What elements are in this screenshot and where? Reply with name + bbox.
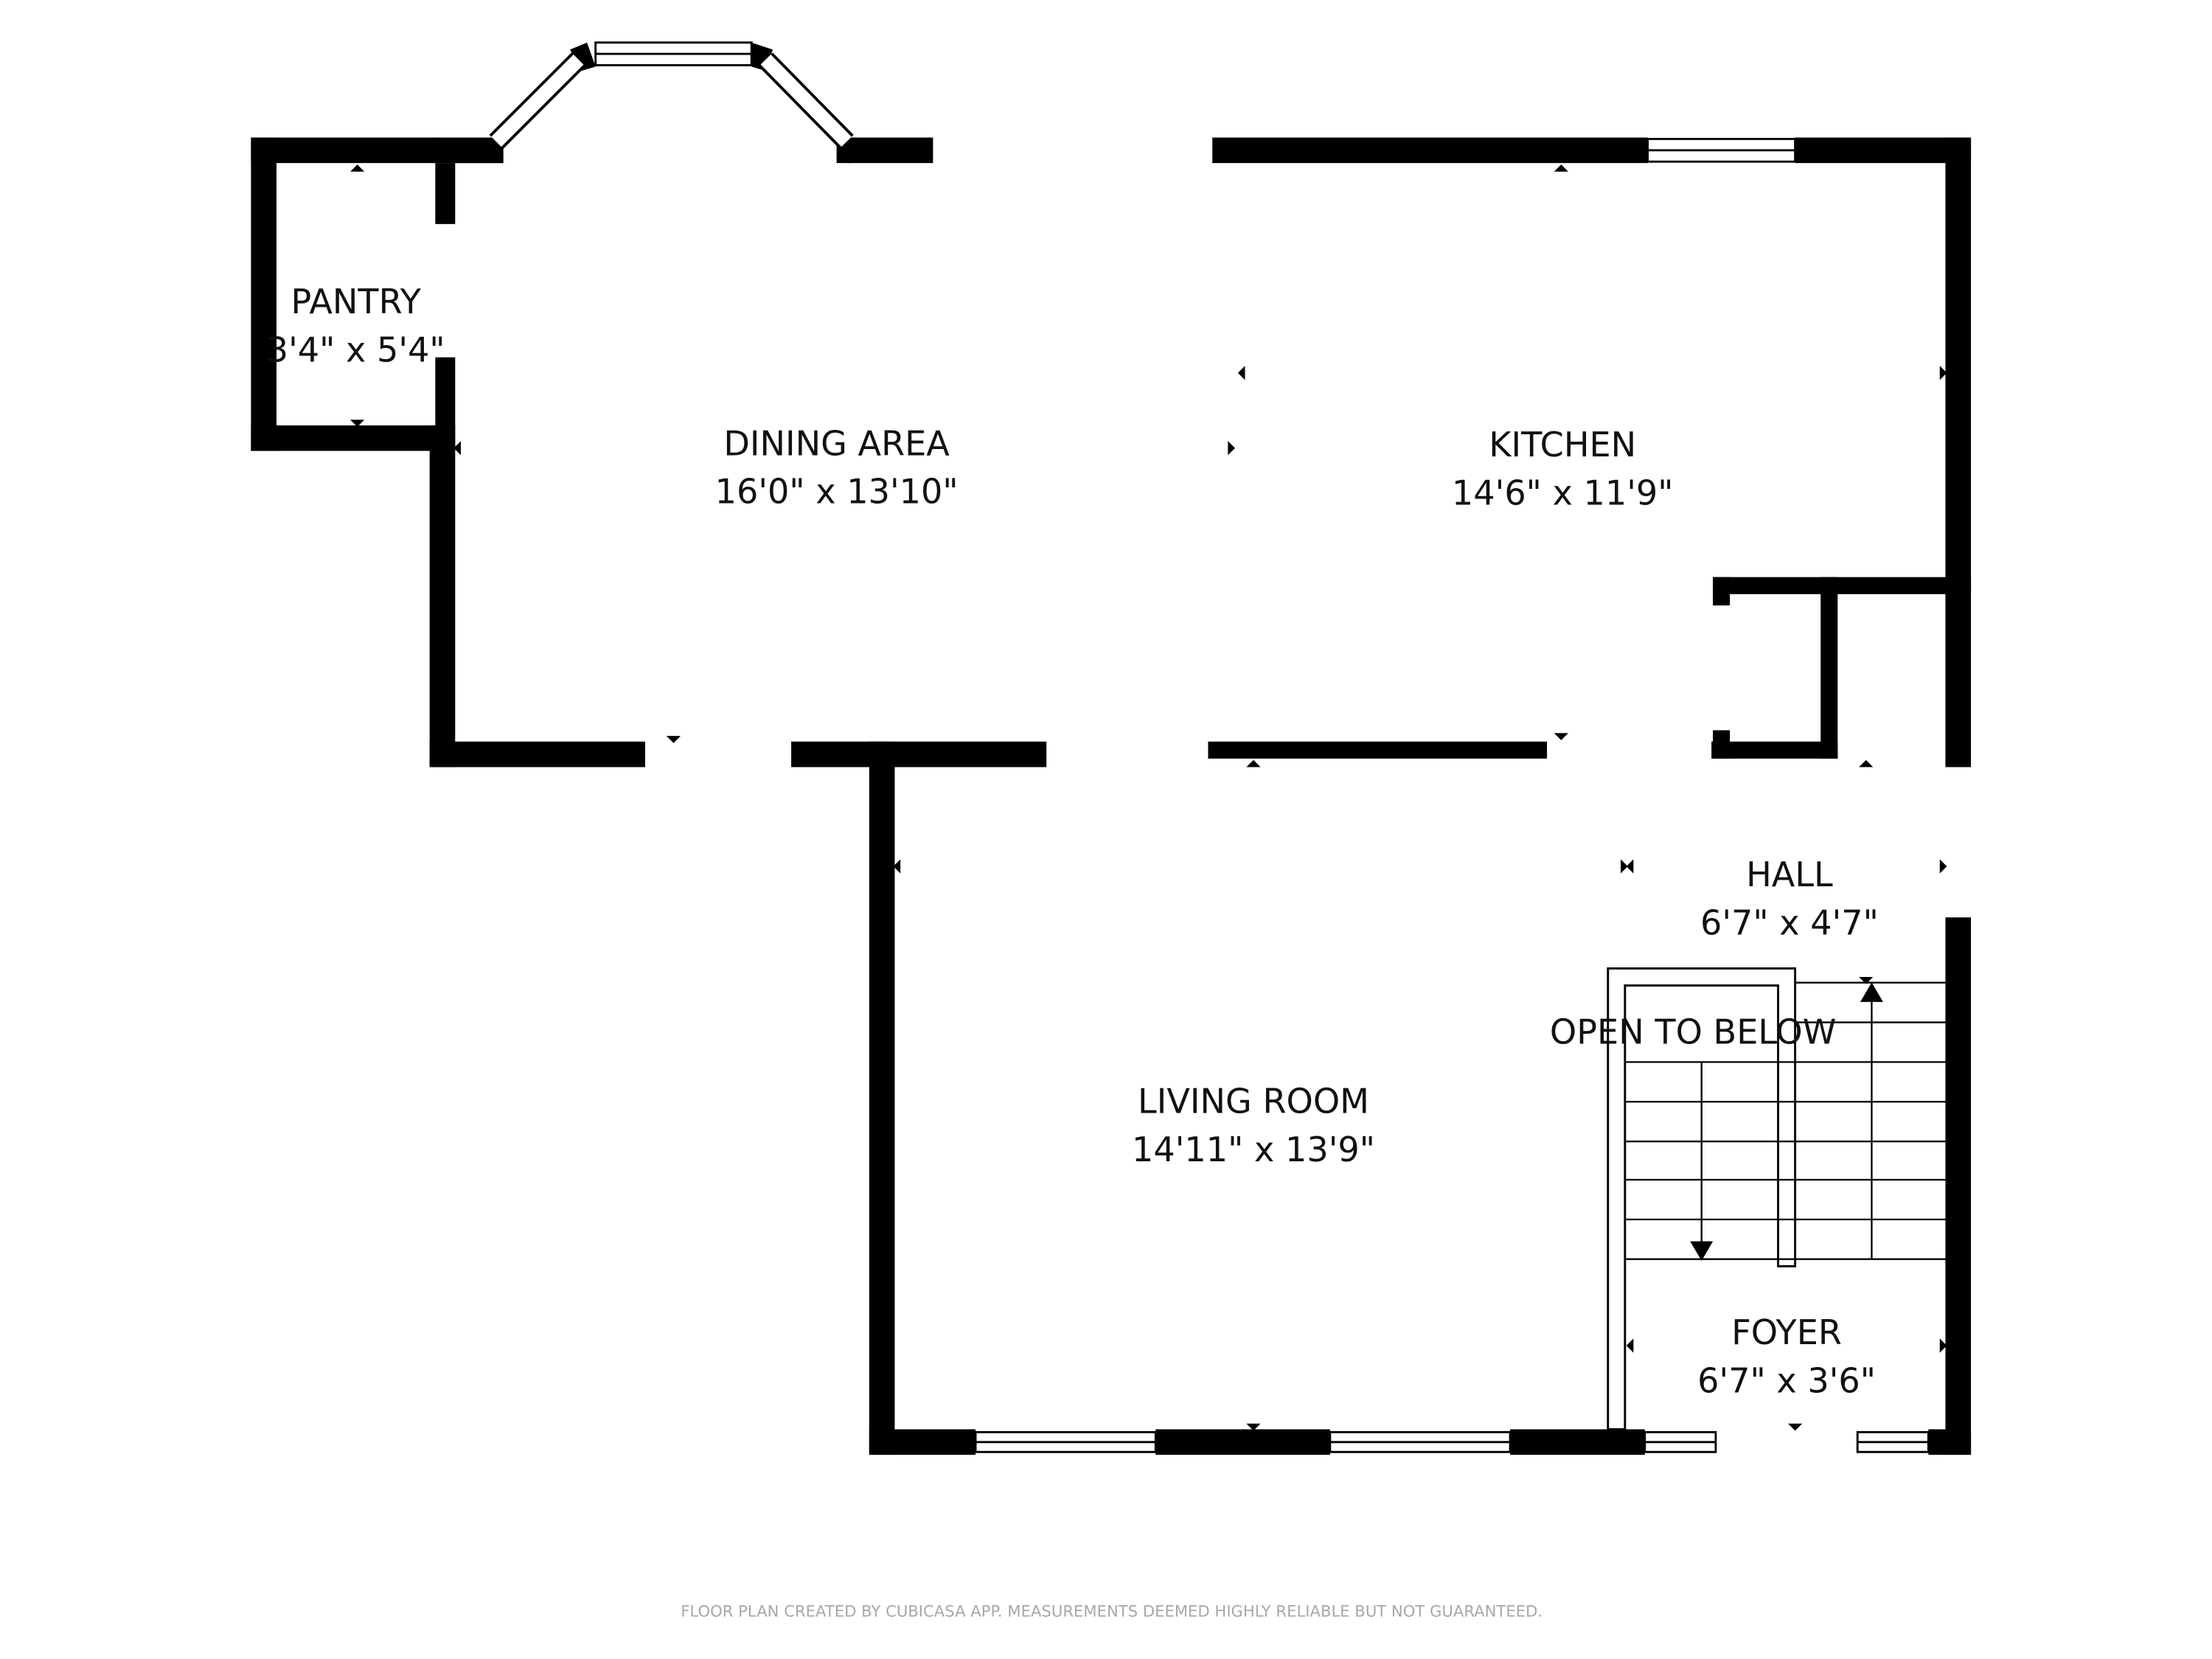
room-size-kitchen: 14'6" x 11'9" bbox=[1452, 473, 1674, 513]
room-size-foyer: 6'7" x 3'6" bbox=[1697, 1360, 1876, 1400]
room-size-living: 14'11" x 13'9" bbox=[1132, 1130, 1375, 1169]
staircase bbox=[1607, 967, 1946, 1430]
open-to-below-label: OPEN TO BELOW bbox=[1550, 1012, 1836, 1051]
stair-up-arrow-icon bbox=[1860, 982, 1883, 1002]
dimension-markers bbox=[350, 164, 1947, 1431]
room-name-foyer: FOYER bbox=[1731, 1312, 1842, 1352]
room-size-pantry: 3'4" x 5'4" bbox=[267, 330, 445, 369]
room-name-kitchen: KITCHEN bbox=[1489, 425, 1636, 465]
room-name-living: LIVING ROOM bbox=[1138, 1082, 1369, 1121]
room-size-hall: 6'7" x 4'7" bbox=[1700, 902, 1879, 942]
room-name-hall: HALL bbox=[1746, 855, 1833, 894]
windows bbox=[489, 41, 1930, 1453]
footer-disclaimer: FLOOR PLAN CREATED BY CUBICASA APP. MEAS… bbox=[681, 1601, 1543, 1620]
stair-down-arrow-icon bbox=[1690, 1241, 1714, 1261]
room-name-dining: DINING AREA bbox=[723, 423, 950, 463]
walls bbox=[251, 42, 1972, 1455]
room-size-dining: 16'0" x 13'10" bbox=[715, 472, 959, 512]
room-name-pantry: PANTRY bbox=[291, 282, 421, 321]
